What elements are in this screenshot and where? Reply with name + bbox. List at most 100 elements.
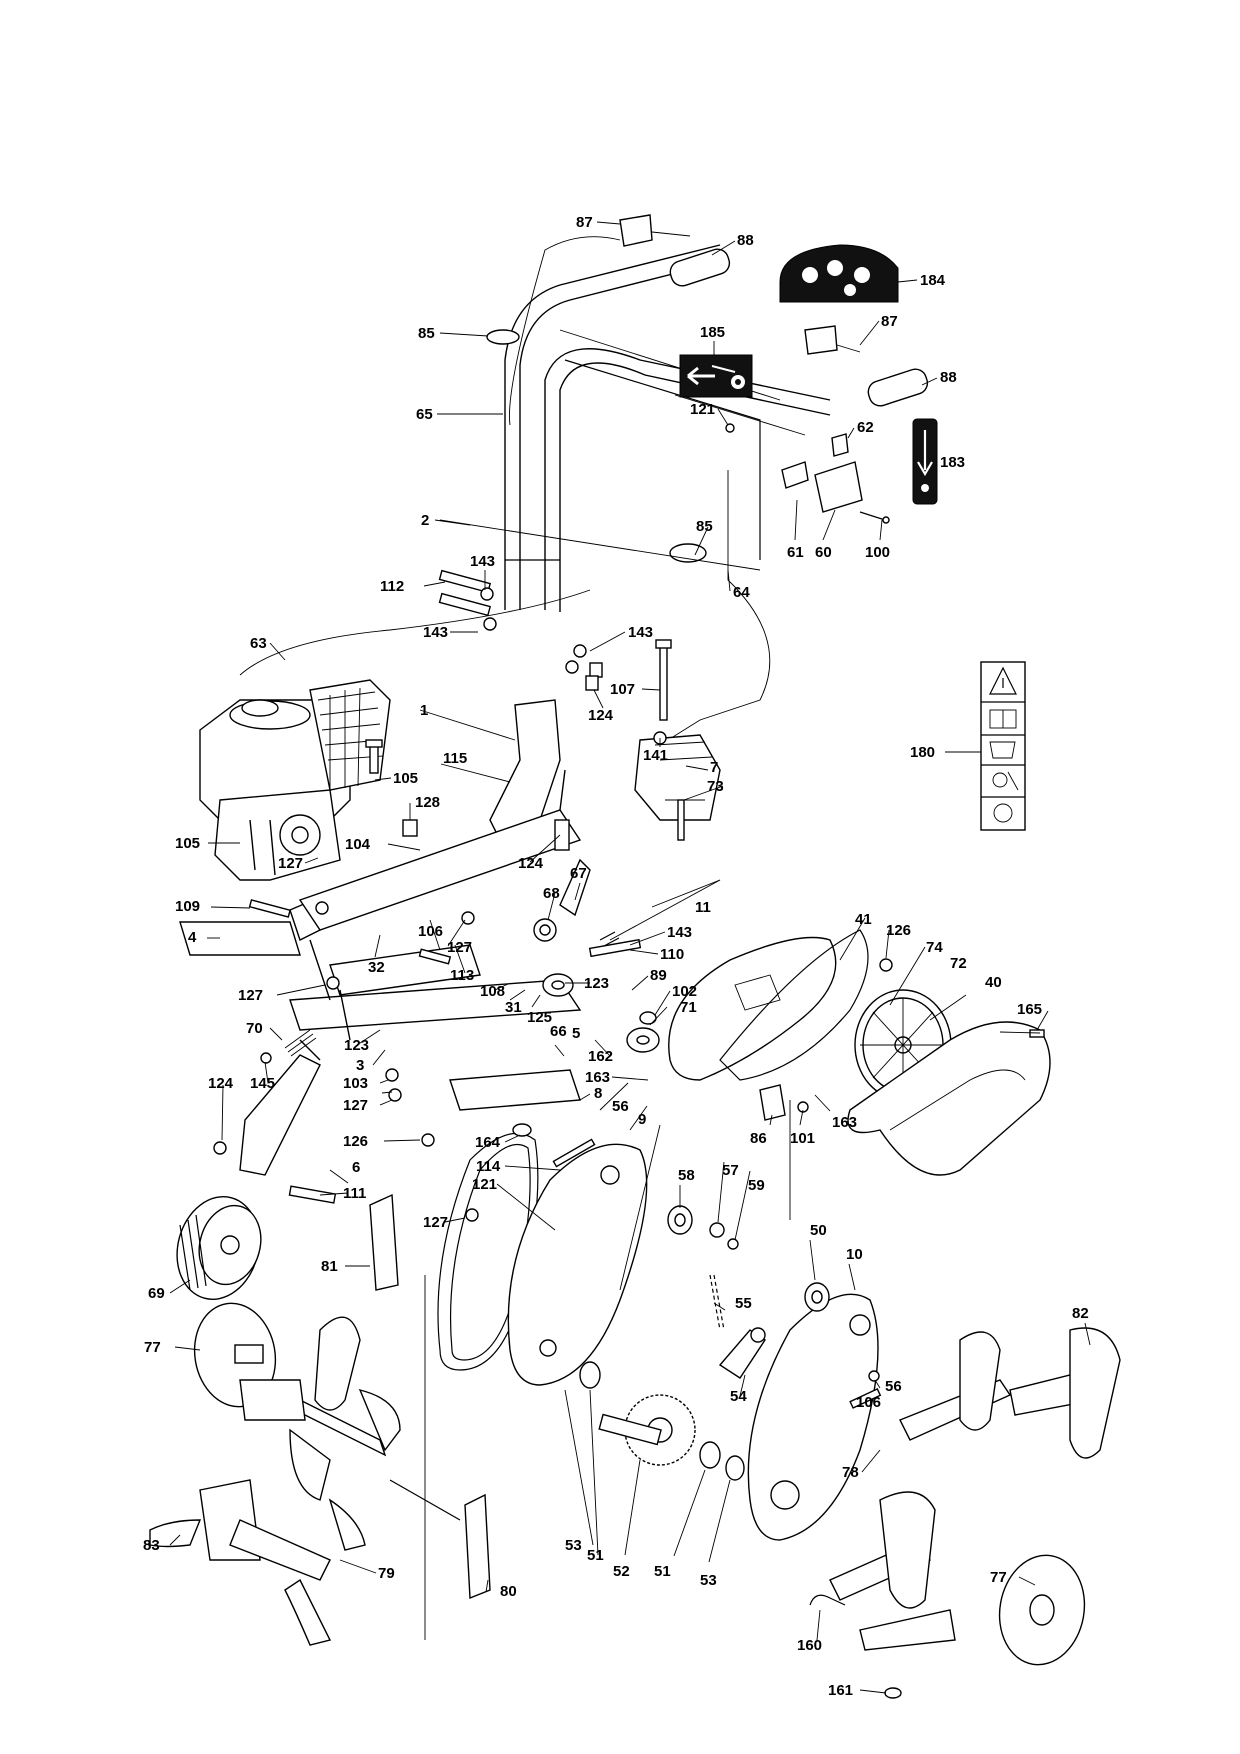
clamp-85-right	[669, 543, 707, 563]
label-115: 115	[443, 750, 467, 767]
label-2: 2	[421, 512, 429, 529]
label-69: 69	[148, 1285, 165, 1302]
nut-126-top	[879, 958, 893, 972]
tines-left-lower	[149, 1479, 366, 1646]
spring-70	[284, 1029, 317, 1057]
label-86: 86	[750, 1130, 767, 1147]
label-143-b: 143	[423, 624, 448, 641]
label-60: 60	[815, 544, 832, 561]
label-53-b: 53	[700, 1572, 717, 1589]
grip-right	[867, 368, 929, 407]
bolt-109	[248, 899, 291, 918]
label-143-d: 143	[667, 924, 692, 941]
label-127-e: 127	[423, 1214, 448, 1231]
label-68: 68	[543, 885, 560, 902]
label-124-b: 124	[518, 855, 544, 872]
label-102: 102	[672, 983, 697, 1000]
nut-145	[260, 1052, 272, 1064]
label-51-b: 51	[654, 1563, 671, 1580]
clip-161	[884, 1687, 902, 1699]
label-7: 7	[710, 759, 718, 776]
label-85-a: 85	[418, 325, 435, 342]
label-66: 66	[550, 1023, 567, 1040]
decal-183	[912, 418, 938, 505]
label-104: 104	[345, 836, 371, 853]
bearing-50	[804, 1282, 830, 1312]
pin-73	[677, 799, 685, 841]
label-89: 89	[650, 967, 667, 984]
safety-decal-180	[980, 661, 1026, 831]
label-80: 80	[500, 1583, 517, 1600]
sprocket-57	[709, 1222, 725, 1238]
label-11: 11	[695, 899, 711, 916]
bolt-114	[552, 1138, 596, 1168]
clip-62	[831, 433, 849, 457]
label-128: 128	[415, 794, 440, 811]
label-72: 72	[950, 955, 967, 972]
label-83: 83	[143, 1537, 160, 1554]
nut-127-b	[461, 911, 475, 925]
label-110: 110	[660, 946, 684, 963]
pulley-71	[626, 1027, 660, 1053]
label-3: 3	[356, 1057, 364, 1074]
label-61: 61	[787, 544, 804, 561]
label-113: 113	[450, 967, 474, 984]
label-185: 185	[700, 324, 725, 341]
sprocket-59	[727, 1238, 739, 1250]
label-40: 40	[985, 974, 1002, 991]
label-5: 5	[572, 1025, 580, 1042]
label-82: 82	[1072, 1305, 1089, 1322]
pulley-68	[533, 918, 557, 942]
label-81: 81	[321, 1258, 338, 1275]
handlebar-assembly	[504, 244, 831, 612]
label-70: 70	[246, 1020, 263, 1037]
label-165: 165	[1017, 1001, 1042, 1018]
clamp-85-left	[486, 329, 520, 345]
label-127-a: 127	[278, 855, 303, 872]
chassis-frame	[289, 809, 582, 1111]
label-78: 78	[842, 1464, 859, 1481]
label-114: 114	[476, 1158, 501, 1175]
cable-64	[659, 470, 771, 746]
bolt-111	[288, 1185, 337, 1204]
bracket-60	[814, 461, 863, 513]
spacer-102	[639, 1011, 657, 1025]
label-112: 112	[380, 578, 404, 595]
leader-lines	[169, 221, 1091, 1694]
chain-55	[709, 1274, 725, 1331]
label-63: 63	[250, 635, 267, 652]
disc-77-right	[998, 1554, 1086, 1666]
washer-164	[512, 1123, 532, 1137]
label-74: 74	[926, 939, 943, 956]
bolt-110	[588, 938, 642, 958]
label-164: 164	[475, 1134, 501, 1151]
label-126-a: 126	[886, 922, 911, 939]
bracket-86	[759, 1084, 786, 1121]
part-labels: 87 88 184 85 185 87 88 65 121 62 183 2 8…	[143, 214, 1089, 1699]
label-32: 32	[368, 959, 385, 976]
label-101: 101	[790, 1130, 815, 1147]
decal-184	[779, 244, 899, 303]
label-127-b: 127	[447, 939, 472, 956]
throttle-lever-right	[804, 325, 861, 355]
label-79: 79	[378, 1565, 395, 1582]
guide-lines	[424, 394, 806, 1640]
label-121-b: 121	[472, 1176, 497, 1193]
label-88-b: 88	[940, 369, 957, 386]
label-143-c: 143	[628, 624, 653, 641]
label-163-a: 163	[585, 1069, 610, 1086]
label-143-a: 143	[470, 553, 495, 570]
screw-100	[859, 511, 890, 524]
bolts-112	[438, 569, 497, 631]
bolt-107	[655, 639, 672, 721]
label-141: 141	[643, 747, 668, 764]
label-103: 103	[343, 1075, 368, 1092]
label-8: 8	[594, 1085, 602, 1102]
label-107: 107	[610, 681, 635, 698]
blade-80	[464, 1493, 491, 1600]
label-55: 55	[735, 1295, 752, 1312]
case-10	[747, 1293, 879, 1541]
label-9: 9	[638, 1111, 646, 1128]
label-10: 10	[846, 1246, 863, 1263]
label-106-b: 106	[856, 1394, 881, 1411]
